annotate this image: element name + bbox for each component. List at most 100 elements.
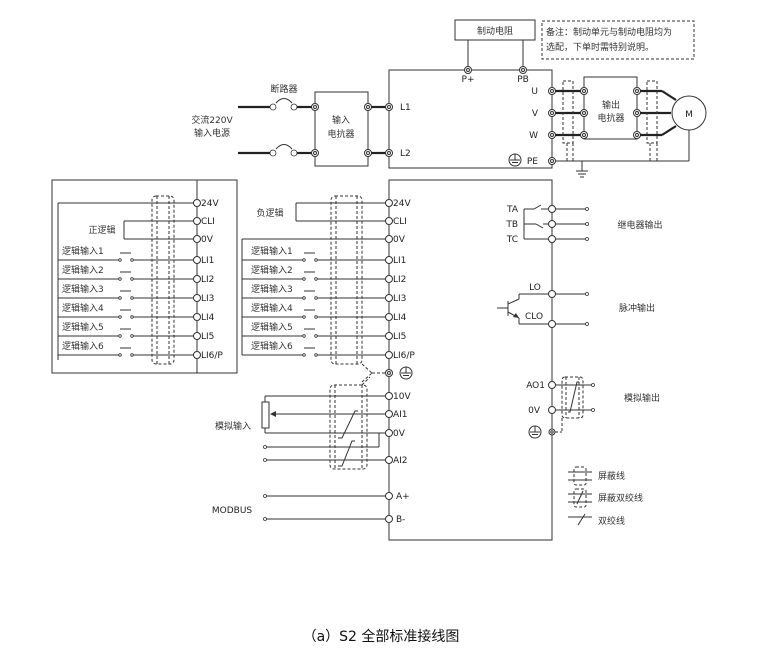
svg-text:逻辑输入2: 逻辑输入2	[251, 264, 293, 276]
svg-text:LI3: LI3	[201, 294, 214, 304]
earth-ground-icon	[576, 161, 588, 178]
svg-text:LI1: LI1	[201, 256, 214, 266]
analog-input-wiring	[261, 376, 386, 470]
svg-text:P+: P+	[462, 75, 475, 85]
svg-text:LI3: LI3	[393, 294, 406, 304]
svg-text:0V: 0V	[393, 429, 406, 439]
inverter-control-section	[388, 179, 553, 541]
svg-text:逻辑输入5: 逻辑输入5	[62, 321, 104, 333]
svg-text:双绞线: 双绞线	[598, 515, 625, 527]
logic-input-row-left: 逻辑输入3	[58, 283, 194, 300]
ground-icon	[399, 366, 413, 380]
pulse-output-label: 脉冲输出	[619, 302, 655, 314]
braking-resistor-label: 制动电阻	[477, 25, 513, 37]
analog-output: AO1 0V	[526, 376, 595, 439]
relay-output: TA TB TC	[505, 204, 589, 245]
svg-text:LI5: LI5	[201, 332, 214, 342]
analog-terminal-3: AI2	[385, 456, 408, 466]
inverter-power-section	[388, 69, 553, 169]
analog-input-label: 模拟输入	[215, 420, 251, 432]
svg-text:AI2: AI2	[393, 456, 408, 466]
svg-text:LI4: LI4	[201, 313, 215, 323]
relay-output-label: 继电器输出	[617, 219, 662, 231]
svg-text:W: W	[529, 131, 538, 141]
svg-text:输入: 输入	[332, 114, 350, 126]
motor: M	[671, 95, 707, 161]
svg-text:24V: 24V	[201, 199, 219, 209]
output-terminals: U V W PE	[508, 80, 581, 167]
diagram-caption: （a）S2 全部标准接线图	[303, 628, 460, 645]
logic-input-row-left: 逻辑输入5	[58, 321, 194, 338]
logic-input-row-right: 逻辑输入5	[242, 321, 386, 338]
modbus-wiring: A+ B-	[263, 492, 410, 525]
svg-text:屏蔽双绞线: 屏蔽双绞线	[598, 492, 643, 504]
analog-terminal-2: 0V	[385, 429, 406, 439]
positive-logic-panel	[51, 179, 238, 374]
svg-text:TC: TC	[506, 235, 518, 245]
pulse-output: LO CLO	[497, 283, 589, 328]
svg-text:逻辑输入3: 逻辑输入3	[251, 283, 293, 295]
logic-input-row-right: 逻辑输入1	[242, 245, 386, 262]
legend: 屏蔽线 屏蔽双绞线 双绞线	[568, 466, 643, 527]
svg-text:电抗器: 电抗器	[597, 112, 624, 124]
legend-twisted-pair: 双绞线	[568, 513, 625, 527]
terminal-l2: L2	[385, 149, 411, 159]
negative-logic-label: 负逻辑	[256, 207, 283, 219]
note-line2: 选配，下单时需特别说明。	[546, 41, 654, 53]
svg-text:逻辑输入4: 逻辑输入4	[62, 302, 104, 314]
svg-text:AI1: AI1	[393, 410, 408, 420]
svg-text:M: M	[685, 110, 693, 120]
svg-text:LI2: LI2	[393, 275, 406, 285]
svg-text:逻辑输入3: 逻辑输入3	[62, 283, 104, 295]
positive-logic-label: 正逻辑	[88, 224, 115, 236]
terminal-p-plus: P+	[462, 66, 475, 85]
modbus-label: MODBUS	[212, 506, 253, 516]
logic-input-row-left: 逻辑输入2	[58, 264, 194, 281]
shield-right	[330, 195, 363, 365]
svg-text:逻辑输入4: 逻辑输入4	[251, 302, 293, 314]
svg-text:A+: A+	[396, 492, 410, 502]
svg-text:LI4: LI4	[393, 313, 407, 323]
terminal-left-3: LI1	[193, 256, 214, 266]
svg-text:0V: 0V	[201, 235, 214, 245]
svg-text:输出: 输出	[602, 99, 620, 111]
terminal-4: LI2	[385, 275, 406, 285]
svg-text:PE: PE	[527, 157, 538, 167]
svg-text:0V: 0V	[393, 235, 406, 245]
svg-text:U: U	[531, 87, 538, 97]
output-reactor	[583, 76, 638, 140]
svg-text:24V: 24V	[393, 199, 411, 209]
logic-input-row-right: 逻辑输入6	[242, 340, 386, 357]
braking-resistor: 制动电阻	[454, 19, 536, 66]
analog-terminal-0: 10V	[385, 392, 411, 402]
svg-text:LI6/P: LI6/P	[393, 351, 415, 361]
terminal-2: 0V	[385, 235, 406, 245]
svg-text:TB: TB	[505, 220, 518, 230]
svg-text:L2: L2	[400, 149, 411, 159]
legend-shielded-twisted-pair: 屏蔽双绞线	[568, 488, 643, 508]
svg-text:LI5: LI5	[393, 332, 406, 342]
svg-text:CLI: CLI	[393, 217, 407, 227]
control-ground	[361, 363, 413, 383]
analog-terminal-1: AI1	[385, 410, 408, 420]
shield-left	[151, 195, 175, 365]
negative-logic-wiring: 24VCLI0VLI1LI2LI3LI4LI5LI6/P逻辑输入1逻辑输入2逻辑…	[241, 199, 415, 361]
breaker-label: 断路器	[270, 83, 297, 95]
logic-input-row-right: 逻辑输入4	[242, 302, 386, 319]
ground-icon	[508, 153, 522, 167]
positive-logic-wiring: 24VCLI0VLI1LI2LI3LI4LI5LI6/P逻辑输入1逻辑输入2逻辑…	[57, 199, 223, 361]
svg-text:电抗器: 电抗器	[327, 128, 354, 140]
analog-input-terminals: 10V AI1 0V AI2	[385, 392, 411, 466]
svg-text:逻辑输入5: 逻辑输入5	[251, 321, 293, 333]
svg-text:LI2: LI2	[201, 275, 214, 285]
svg-text:屏蔽线: 屏蔽线	[598, 470, 625, 482]
terminal-l1: L1	[385, 103, 411, 113]
legend-shielded-wire: 屏蔽线	[568, 466, 625, 486]
svg-text:逻辑输入6: 逻辑输入6	[251, 340, 293, 352]
svg-text:10V: 10V	[393, 392, 411, 402]
braking-note: 备注：制动单元与制动电阻均为 选配，下单时需特别说明。	[541, 20, 695, 60]
breaker-l1	[238, 98, 312, 111]
svg-text:L1: L1	[400, 103, 411, 113]
svg-text:CLI: CLI	[201, 217, 215, 227]
